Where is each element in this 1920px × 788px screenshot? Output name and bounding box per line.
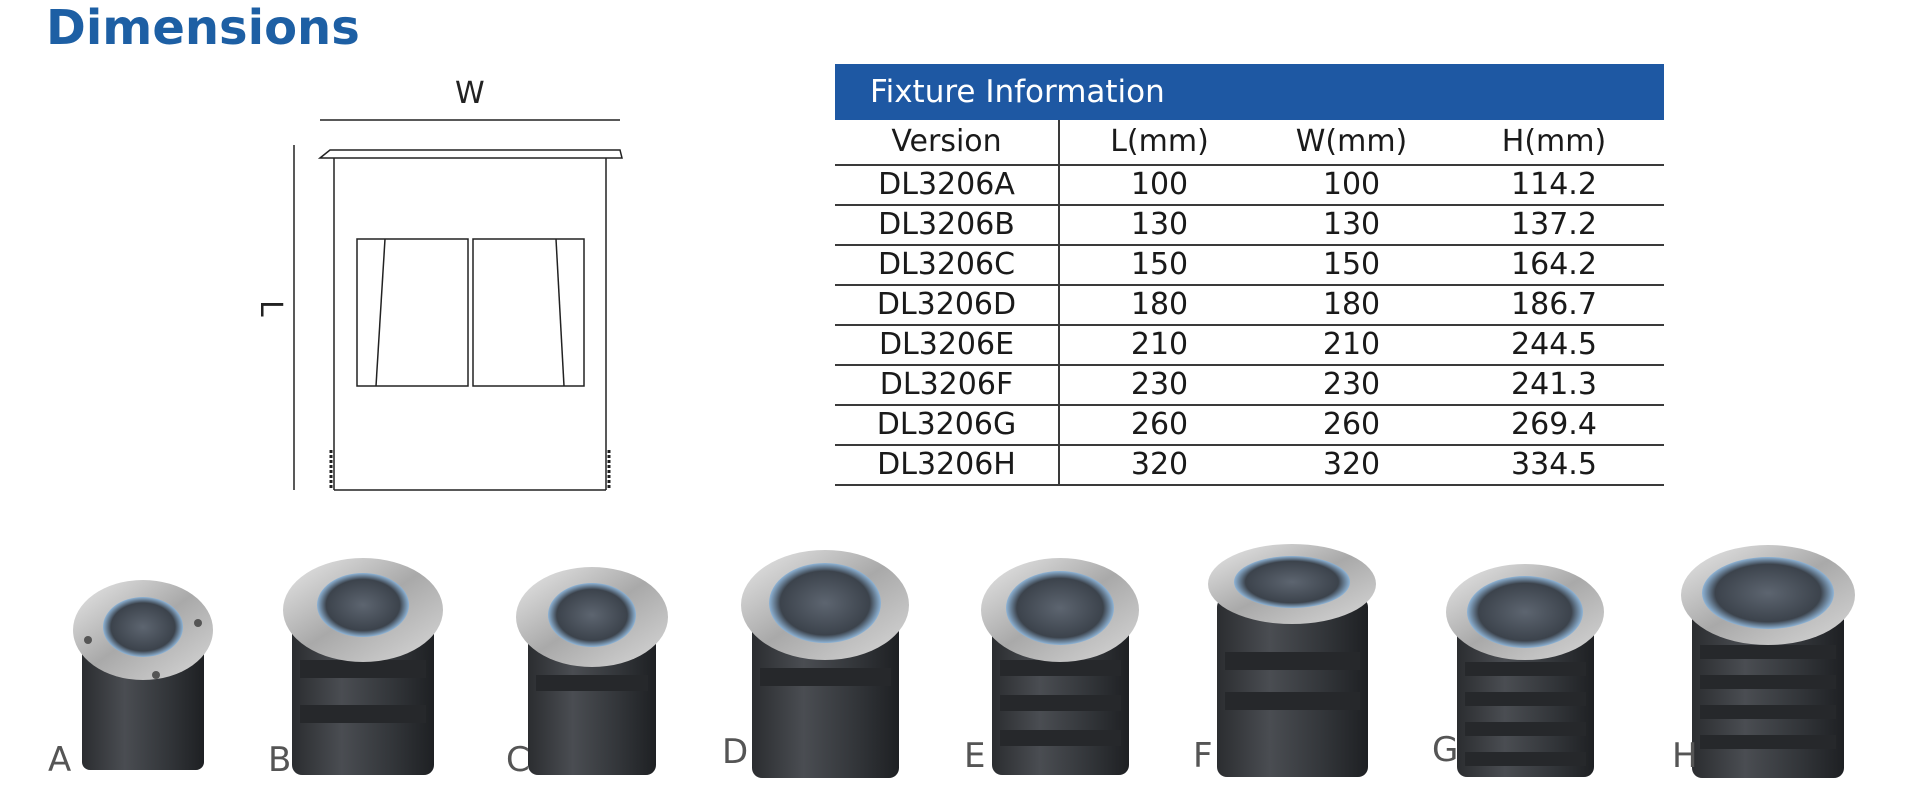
column-header: Version (835, 120, 1060, 166)
table-cell: DL3206B (835, 205, 1060, 246)
table-cell: 260 (1059, 405, 1259, 446)
fixture-outline-drawing (293, 119, 623, 491)
fixture-photo-g (1446, 564, 1604, 777)
column-header: H(mm) (1444, 120, 1664, 166)
table-cell: 244.5 (1444, 325, 1664, 366)
table-cell: 210 (1059, 325, 1259, 366)
product-variants-row: A B C D E F G H (0, 540, 1920, 788)
table-cell: DL3206E (835, 325, 1060, 366)
dimension-drawing (250, 70, 650, 505)
page-title: Dimensions (46, 0, 360, 56)
table-cell: 230 (1059, 365, 1259, 406)
fixture-photo-c (516, 567, 668, 775)
fixture-info-table: Fixture Information Version L(mm) W(mm) … (835, 64, 1664, 486)
variant-label-f: F (1193, 736, 1213, 776)
fixture-photo-f (1208, 544, 1376, 777)
table-cell: 130 (1059, 205, 1259, 246)
column-header: W(mm) (1259, 120, 1444, 166)
table-cell: 150 (1059, 245, 1259, 286)
table-cell: DL3206H (835, 445, 1060, 486)
length-label: L (253, 300, 288, 317)
table-cell: DL3206C (835, 245, 1060, 286)
table-cell: 164.2 (1444, 245, 1664, 286)
fixture-photo-h (1681, 545, 1855, 778)
table-cell: 100 (1259, 165, 1444, 206)
table-cell: 130 (1259, 205, 1444, 246)
table-cell: DL3206G (835, 405, 1060, 446)
variant-label-e: E (964, 736, 986, 776)
table-cell: 334.5 (1444, 445, 1664, 486)
variant-label-b: B (268, 740, 292, 780)
width-label: W (455, 76, 485, 111)
table-cell: 320 (1259, 445, 1444, 486)
variant-label-c: C (506, 740, 530, 780)
table-cell: 150 (1259, 245, 1444, 286)
table-cell: 210 (1259, 325, 1444, 366)
column-header: L(mm) (1059, 120, 1259, 166)
table-cell: 180 (1259, 285, 1444, 326)
table-cell: 230 (1259, 365, 1444, 406)
table-cell: 100 (1059, 165, 1259, 206)
fixture-photo-a (73, 580, 213, 770)
variant-label-a: A (48, 740, 72, 780)
table-cell: DL3206A (835, 165, 1060, 206)
table-cell: 137.2 (1444, 205, 1664, 246)
fixture-photo-d (741, 550, 909, 778)
variant-label-h: H (1672, 736, 1698, 776)
variant-label-d: D (722, 732, 749, 772)
table-header-row: Version L(mm) W(mm) H(mm) (835, 120, 1664, 166)
table-cell: 241.3 (1444, 365, 1664, 406)
table-cell: 260 (1259, 405, 1444, 446)
table-cell: 320 (1059, 445, 1259, 486)
table-cell: 186.7 (1444, 285, 1664, 326)
table-cell: DL3206D (835, 285, 1060, 326)
table-cell: 269.4 (1444, 405, 1664, 446)
table-cell: 114.2 (1444, 165, 1664, 206)
table-cell: DL3206F (835, 365, 1060, 406)
table-cell: 180 (1059, 285, 1259, 326)
fixture-photo-e (981, 558, 1139, 775)
variant-label-g: G (1432, 730, 1459, 770)
table-header: Fixture Information (835, 64, 1664, 120)
fixture-photo-b (283, 558, 443, 775)
